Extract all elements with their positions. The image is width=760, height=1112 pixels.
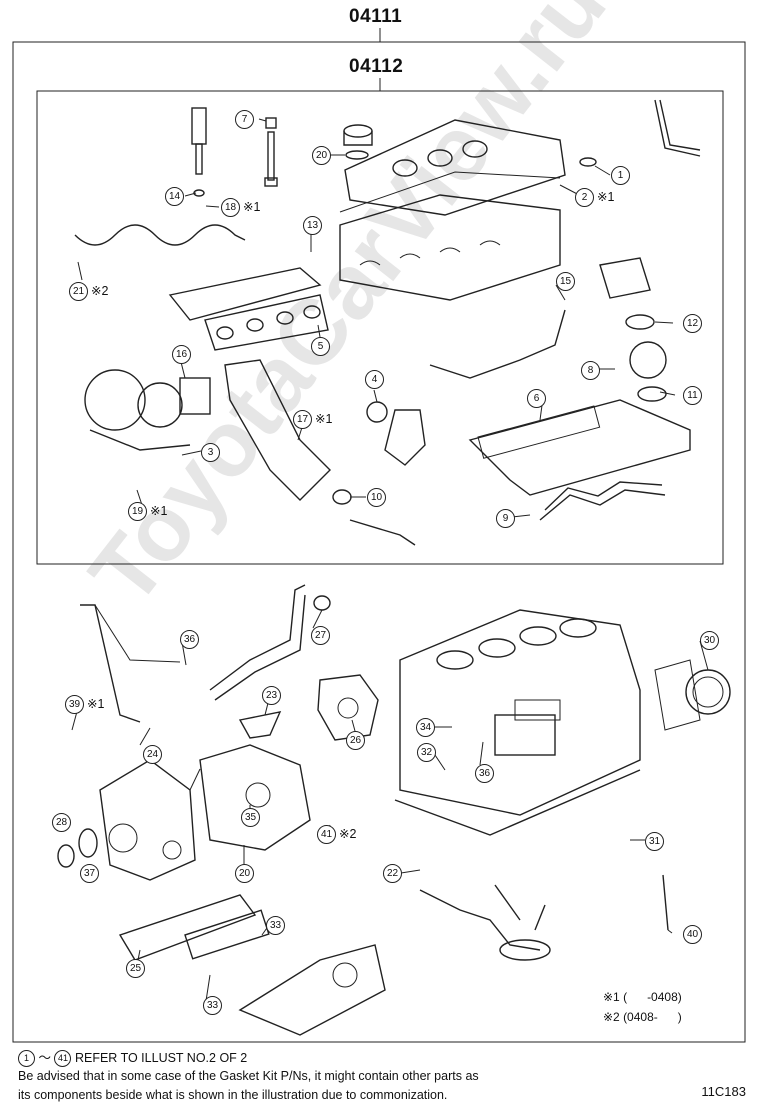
gasket-23-drawing	[238, 711, 282, 739]
intake-manifold-drawing	[468, 399, 691, 496]
seal-37-drawing	[78, 828, 98, 858]
callout-1: 1	[611, 166, 630, 185]
footer-range-text: REFER TO ILLUST NO.2 OF 2	[74, 1051, 248, 1065]
water-outlet-drawing	[366, 401, 426, 466]
callout-6: 6	[527, 389, 546, 408]
figure-code: 11C183	[701, 1084, 746, 1099]
callout-26: 26	[346, 731, 365, 750]
kit-04111-boundary	[12, 41, 746, 1043]
leak-pipe-drawing	[74, 224, 246, 246]
leader-lines	[71, 118, 709, 1002]
callout-12: 12	[683, 314, 702, 333]
glow-plug-drawing	[264, 117, 278, 187]
callout-10: 10	[367, 488, 386, 507]
callout-23: 23	[262, 686, 281, 705]
callout-21: 21	[69, 282, 88, 301]
callout-37: 37	[80, 864, 99, 883]
bypass-pipe-drawing	[539, 489, 666, 521]
turbo-drawing	[84, 369, 211, 451]
callout-2-mark: ※1	[597, 190, 615, 204]
callout-16: 16	[172, 345, 191, 364]
kit-number-04111: 04111	[349, 6, 403, 27]
callout-30: 30	[700, 631, 719, 650]
footer-range-to: 41	[54, 1050, 72, 1068]
callout-24: 24	[143, 745, 162, 764]
footer-range-note: 1 〜 41 REFER TO ILLUST NO.2 OF 2	[18, 1047, 248, 1068]
callout-22: 22	[383, 864, 402, 883]
injection-pump-drawing	[494, 699, 561, 756]
callout-18: 18	[221, 198, 240, 217]
timing-cover-drawing	[99, 744, 311, 881]
callout-36-lower: 36	[475, 764, 494, 783]
footer-range-from: 1	[18, 1050, 35, 1068]
callout-3: 3	[201, 443, 220, 462]
footer-note-line1: Be advised that in some case of the Gask…	[18, 1069, 479, 1083]
exhaust-manifold-drawing	[168, 267, 329, 351]
callout-35: 35	[241, 808, 260, 827]
callout-39-mark: ※1	[87, 697, 105, 711]
callout-32: 32	[417, 743, 436, 762]
callout-41-mark: ※2	[339, 827, 357, 841]
callout-20-upper: 20	[312, 146, 331, 165]
exhaust-pipe-drawing	[224, 359, 416, 546]
oil-cooler-drawing	[118, 894, 270, 961]
oil-pipe-drawing	[80, 604, 141, 723]
callout-5: 5	[311, 337, 330, 356]
harness-drawing	[429, 309, 566, 379]
footer-note-line2: its components beside what is shown in t…	[18, 1088, 448, 1102]
callout-39: 39	[65, 695, 84, 714]
callout-20-lower: 20	[235, 864, 254, 883]
cylinder-head-drawing	[339, 194, 561, 301]
callout-41: 41	[317, 825, 336, 844]
footer-range-sep: 〜	[38, 1051, 51, 1065]
oil-filter-bracket-drawing	[238, 944, 386, 1036]
callout-14: 14	[165, 187, 184, 206]
thermostat-housing-drawing	[599, 257, 667, 402]
callout-33-upper: 33	[266, 916, 285, 935]
legend-row-2: ※2 (0408- )	[603, 1010, 682, 1024]
callout-27: 27	[311, 626, 330, 645]
callout-21-mark: ※2	[91, 284, 109, 298]
water-pump-drawing	[317, 674, 379, 741]
callout-11: 11	[683, 386, 702, 405]
callout-18-mark: ※1	[243, 200, 261, 214]
callout-7: 7	[235, 110, 254, 129]
callout-33-lower: 33	[203, 996, 222, 1015]
legend-row-1: ※1 ( -0408)	[603, 990, 682, 1004]
callout-17-mark: ※1	[315, 412, 333, 426]
callout-25: 25	[126, 959, 145, 978]
callout-2: 2	[575, 188, 594, 207]
callout-40: 40	[683, 925, 702, 944]
seal-28-drawing	[57, 844, 75, 868]
oil-cap-drawing	[343, 124, 373, 160]
injector-drawing	[191, 107, 207, 197]
callout-15: 15	[556, 272, 575, 291]
callout-19-mark: ※1	[150, 504, 168, 518]
callout-9: 9	[496, 509, 515, 528]
callout-28: 28	[52, 813, 71, 832]
kit-number-04112: 04112	[349, 56, 404, 77]
water-hose-drawing	[209, 584, 306, 691]
callout-4: 4	[365, 370, 384, 389]
head-cover-drawing	[339, 119, 566, 216]
callout-36-upper: 36	[180, 630, 199, 649]
callout-31: 31	[645, 832, 664, 851]
callout-34: 34	[416, 718, 435, 737]
oil-strainer-drawing	[419, 884, 551, 961]
cylinder-block-drawing	[394, 609, 641, 836]
pipe-drawing	[659, 99, 701, 151]
callout-13: 13	[303, 216, 322, 235]
callout-17: 17	[293, 410, 312, 429]
callout-8: 8	[581, 361, 600, 380]
dipstick-guide-drawing	[662, 874, 669, 931]
callout-19: 19	[128, 502, 147, 521]
